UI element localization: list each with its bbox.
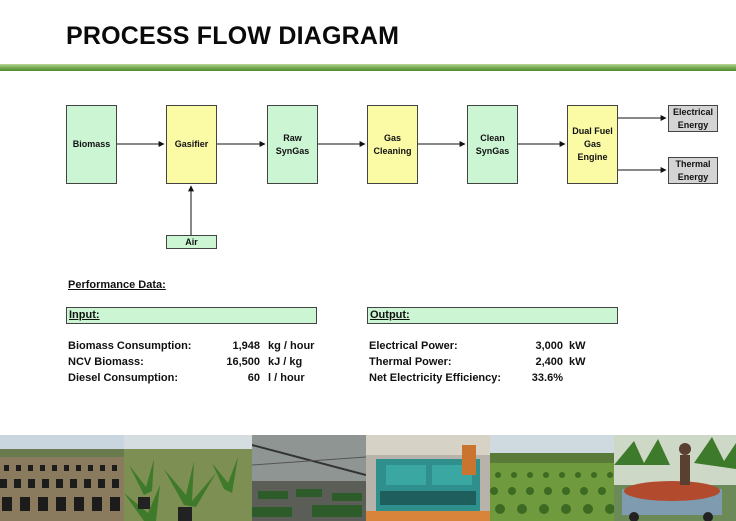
thermal-energy-box: Thermal Energy xyxy=(668,157,718,184)
input-row-unit: kJ / kg xyxy=(268,356,303,368)
input-row-label: Diesel Consumption: xyxy=(68,372,179,384)
gas-engine-box: Dual Fuel Gas Engine xyxy=(567,105,618,184)
output-row-value: 2,400 xyxy=(535,356,563,368)
raw-syngas-box: Raw SynGas xyxy=(267,105,318,184)
shade-house-photo xyxy=(252,435,366,521)
output-row: Net Electricity Efficiency: 33.6% xyxy=(369,370,629,386)
gasifier-box: Gasifier xyxy=(166,105,217,184)
input-row-unit: kg / hour xyxy=(268,340,315,352)
output-label: Output: xyxy=(370,309,410,321)
title-divider xyxy=(0,64,736,71)
input-row-value: 1,948 xyxy=(232,340,260,352)
input-row: NCV Biomass: 16,500 kJ / kg xyxy=(68,354,328,370)
page-title: PROCESS FLOW DIAGRAM xyxy=(66,22,400,50)
seedlings-photo xyxy=(124,435,252,521)
output-row-value: 33.6% xyxy=(531,372,563,384)
output-row-value: 3,000 xyxy=(535,340,563,352)
output-row-unit: kW xyxy=(569,340,586,352)
output-section-bar: Output: xyxy=(367,307,618,324)
output-row: Thermal Power: 2,400 kW xyxy=(369,354,629,370)
input-section-bar: Input: xyxy=(66,307,317,324)
fruit-truck-photo xyxy=(614,435,736,521)
output-row-unit: kW xyxy=(569,356,586,368)
gas-cleaning-box: Gas Cleaning xyxy=(367,105,418,184)
input-row: Diesel Consumption: 60 l / hour xyxy=(68,370,328,386)
input-row-unit: l / hour xyxy=(268,372,305,384)
input-row-value: 60 xyxy=(247,372,260,384)
air-box: Air xyxy=(166,235,217,249)
input-label: Input: xyxy=(69,309,100,321)
input-row: Biomass Consumption: 1,948 kg / hour xyxy=(68,338,328,354)
nursery-photo xyxy=(0,435,124,521)
electrical-energy-box: Electrical Energy xyxy=(668,105,718,132)
input-row-label: Biomass Consumption: xyxy=(68,340,192,352)
output-row-label: Thermal Power: xyxy=(369,356,452,368)
output-row: Electrical Power: 3,000 kW xyxy=(369,338,629,354)
output-row-label: Electrical Power: xyxy=(369,340,458,352)
input-row-label: NCV Biomass: xyxy=(68,356,144,368)
photo-strip xyxy=(0,435,736,521)
plantation-photo xyxy=(490,435,614,521)
biomass-box: Biomass xyxy=(66,105,117,184)
input-row-value: 16,500 xyxy=(226,356,260,368)
performance-heading: Performance Data: xyxy=(68,279,166,291)
clean-syngas-box: Clean SynGas xyxy=(467,105,518,184)
gas-engine-photo xyxy=(366,435,490,521)
output-row-label: Net Electricity Efficiency: xyxy=(369,372,502,384)
